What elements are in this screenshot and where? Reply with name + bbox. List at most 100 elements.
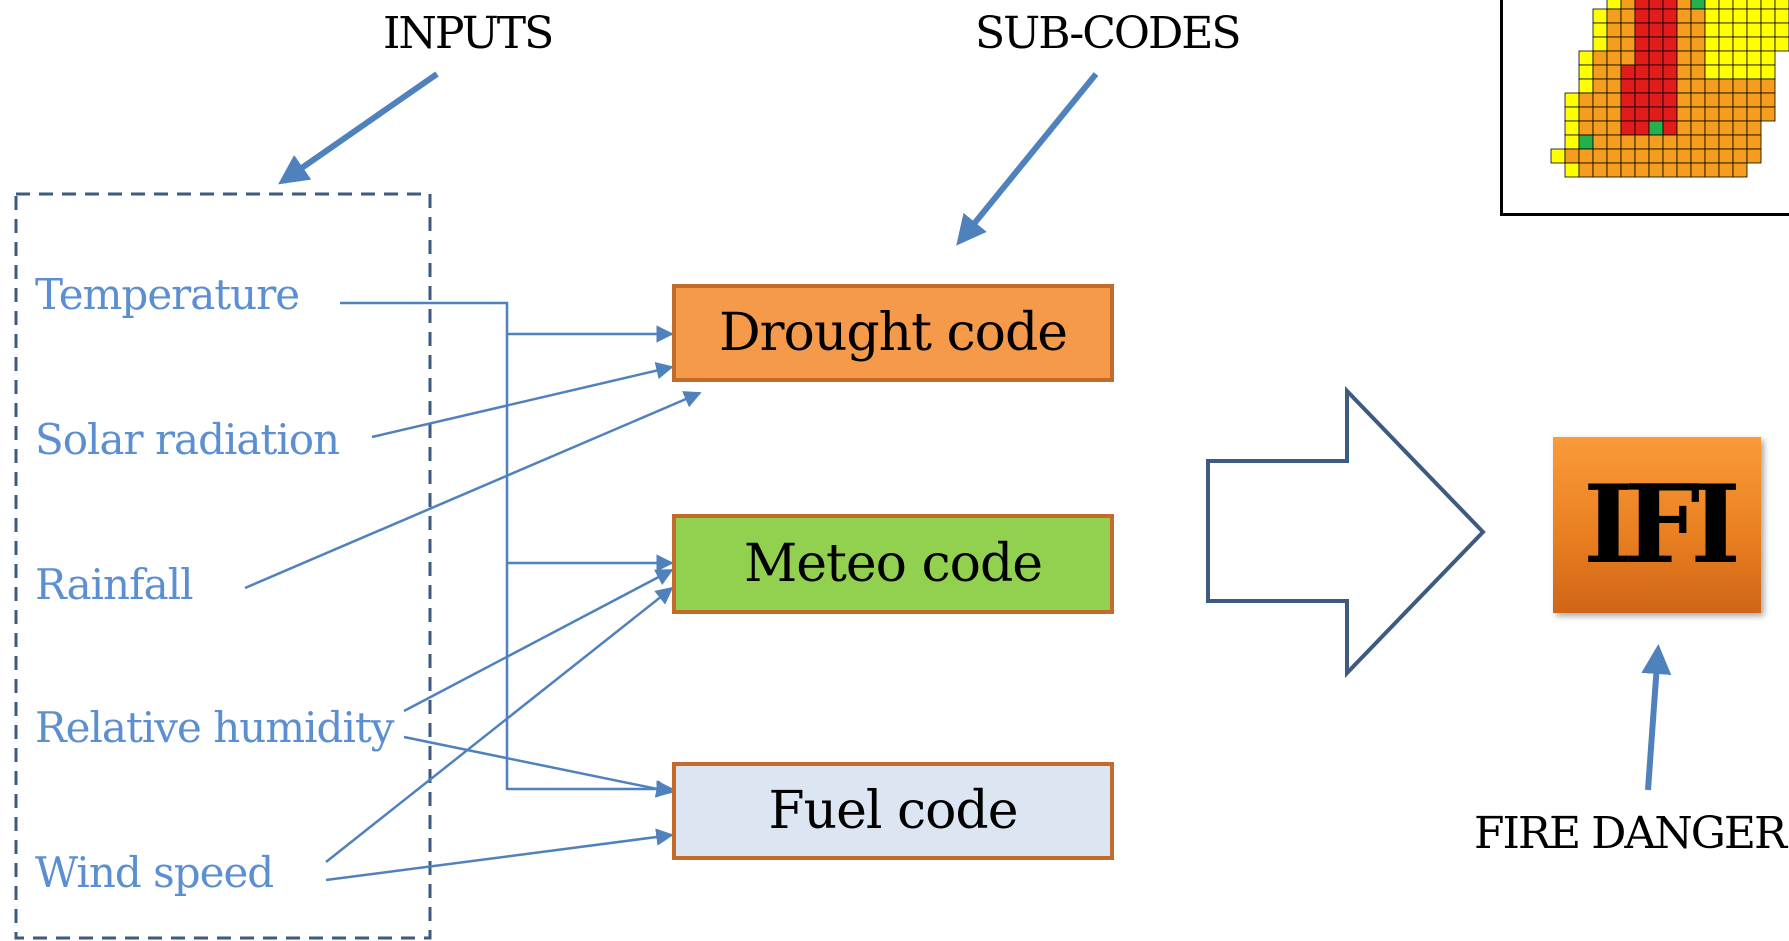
map-cell bbox=[1662, 50, 1678, 66]
map-cell bbox=[1746, 0, 1762, 10]
map-cell bbox=[1662, 134, 1678, 150]
ifi-label: IFI bbox=[1583, 462, 1741, 588]
map-cell bbox=[1690, 120, 1706, 136]
map-cell bbox=[1592, 148, 1608, 164]
map-cell bbox=[1592, 92, 1608, 108]
map-cell bbox=[1746, 106, 1762, 122]
map-cell bbox=[1550, 148, 1566, 164]
map-cell bbox=[1606, 120, 1622, 136]
map-cell bbox=[1760, 8, 1776, 24]
map-cell bbox=[1732, 64, 1748, 80]
fuel-code-box: Fuel code bbox=[672, 762, 1114, 860]
map-cell bbox=[1648, 50, 1664, 66]
map-cell bbox=[1746, 92, 1762, 108]
map-cell bbox=[1718, 106, 1734, 122]
map-cell bbox=[1578, 78, 1594, 94]
map-cell bbox=[1690, 50, 1706, 66]
map-cell bbox=[1564, 148, 1580, 164]
map-cell bbox=[1746, 50, 1762, 66]
map-cell bbox=[1662, 162, 1678, 178]
map-cell bbox=[1704, 36, 1720, 52]
map-cell bbox=[1648, 78, 1664, 94]
map-cell bbox=[1620, 106, 1636, 122]
map-cell bbox=[1704, 64, 1720, 80]
fuel-code-label: Fuel code bbox=[768, 781, 1019, 841]
meteo-code-label: Meteo code bbox=[743, 534, 1043, 594]
map-cell bbox=[1648, 22, 1664, 38]
map-cell bbox=[1690, 92, 1706, 108]
map-cell bbox=[1774, 36, 1789, 52]
map-cell bbox=[1620, 134, 1636, 150]
map-cell bbox=[1732, 22, 1748, 38]
map-cell bbox=[1648, 0, 1664, 10]
humidity-to-meteo-arrow bbox=[403, 568, 674, 713]
subcodes-pointer-arrow bbox=[956, 72, 1099, 246]
map-cell bbox=[1718, 120, 1734, 136]
map-cell bbox=[1606, 8, 1622, 24]
map-cell bbox=[1662, 78, 1678, 94]
wind-to-fuel-arrow bbox=[325, 828, 674, 882]
map-cell bbox=[1718, 134, 1734, 150]
map-cell bbox=[1620, 162, 1636, 178]
map-cell bbox=[1592, 36, 1608, 52]
map-cell bbox=[1578, 134, 1594, 150]
map-cell bbox=[1662, 106, 1678, 122]
map-cell bbox=[1564, 92, 1580, 108]
map-cell bbox=[1676, 106, 1692, 122]
map-cell bbox=[1662, 8, 1678, 24]
map-cell bbox=[1732, 50, 1748, 66]
map-cell bbox=[1606, 134, 1622, 150]
map-cell bbox=[1620, 0, 1636, 10]
map-cell bbox=[1718, 148, 1734, 164]
ifi-box: IFI bbox=[1553, 437, 1761, 613]
map-cell bbox=[1620, 36, 1636, 52]
map-cell bbox=[1634, 148, 1650, 164]
map-cell bbox=[1676, 64, 1692, 80]
map-cell bbox=[1746, 22, 1762, 38]
meteo-code-box: Meteo code bbox=[672, 514, 1114, 614]
inputs-heading: INPUTS bbox=[383, 8, 554, 59]
inputs-frame bbox=[14, 192, 432, 940]
map-cell bbox=[1732, 148, 1748, 164]
map-cell bbox=[1620, 78, 1636, 94]
map-cell bbox=[1592, 22, 1608, 38]
block-arrow bbox=[1206, 386, 1486, 678]
map-cell bbox=[1760, 50, 1776, 66]
map-cell bbox=[1690, 106, 1706, 122]
rainfall-to-drought-arrow bbox=[244, 391, 702, 590]
map-cell bbox=[1718, 162, 1734, 178]
map-cell bbox=[1746, 36, 1762, 52]
map-grid bbox=[1550, 0, 1789, 178]
fire-danger-pointer-arrow bbox=[1641, 644, 1672, 791]
map-cell bbox=[1634, 78, 1650, 94]
map-cell bbox=[1690, 134, 1706, 150]
map-cell bbox=[1606, 0, 1622, 10]
map-cell bbox=[1718, 22, 1734, 38]
map-cell bbox=[1564, 134, 1580, 150]
map-cell bbox=[1690, 162, 1706, 178]
input-wind-speed: Wind speed bbox=[35, 848, 274, 897]
map-cell bbox=[1620, 22, 1636, 38]
map-cell bbox=[1620, 50, 1636, 66]
map-cell bbox=[1732, 120, 1748, 136]
map-cell bbox=[1592, 106, 1608, 122]
map-cell bbox=[1634, 106, 1650, 122]
map-cell bbox=[1620, 120, 1636, 136]
map-cell bbox=[1648, 92, 1664, 108]
map-cell bbox=[1718, 36, 1734, 52]
map-cell bbox=[1732, 106, 1748, 122]
map-cell bbox=[1676, 0, 1692, 10]
map-cell bbox=[1704, 92, 1720, 108]
temperature-connectors bbox=[340, 301, 674, 798]
map-cell bbox=[1774, 0, 1789, 10]
map-cell bbox=[1634, 92, 1650, 108]
map-cell bbox=[1760, 36, 1776, 52]
map-cell bbox=[1746, 8, 1762, 24]
map-cell bbox=[1606, 50, 1622, 66]
map-cell bbox=[1634, 22, 1650, 38]
map-cell bbox=[1760, 92, 1776, 108]
map-cell bbox=[1690, 78, 1706, 94]
input-rainfall: Rainfall bbox=[35, 560, 194, 609]
map-cell bbox=[1606, 106, 1622, 122]
